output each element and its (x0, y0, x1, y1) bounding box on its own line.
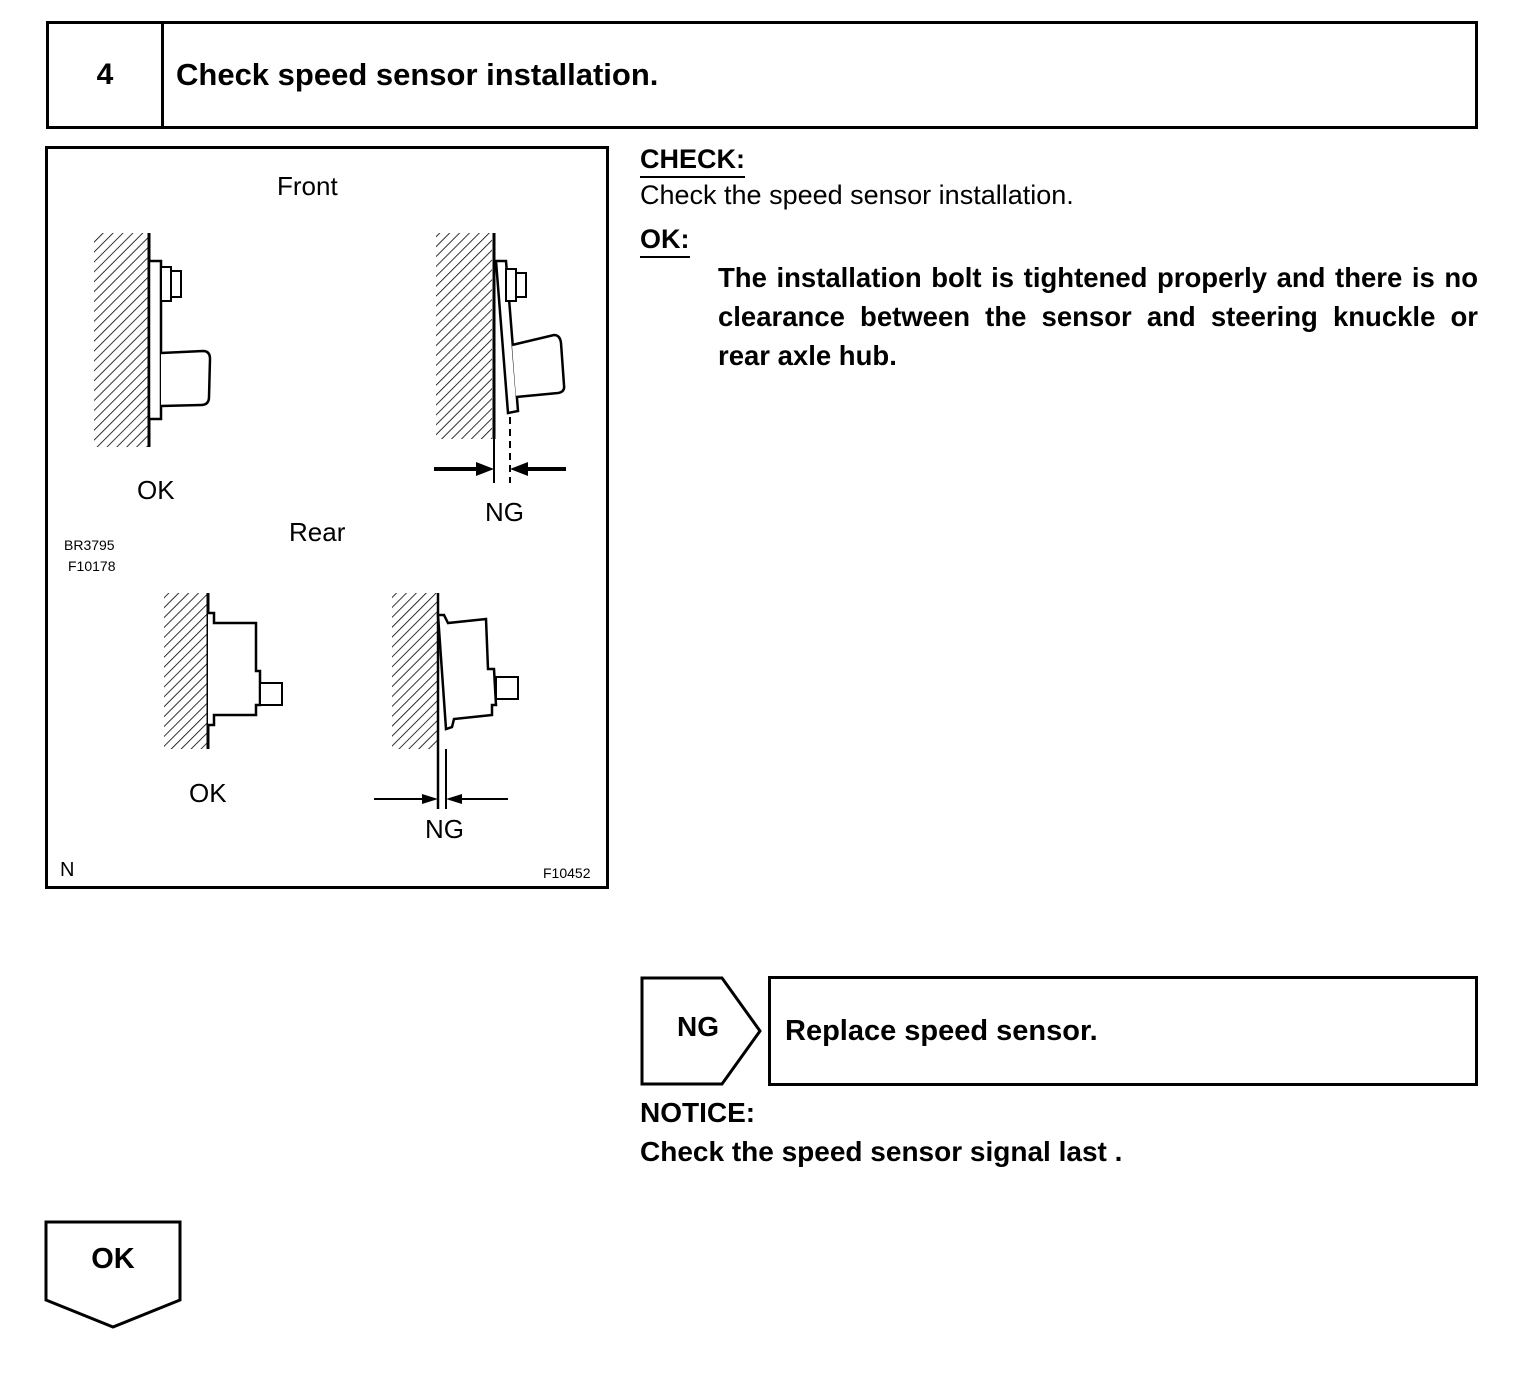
check-heading: CHECK: (640, 142, 745, 178)
front-ok-label: OK (137, 475, 175, 505)
step-header: 4 Check speed sensor installation. (46, 21, 1478, 129)
sensor-illustration (94, 233, 566, 809)
ok-heading: OK: (640, 222, 690, 258)
notice-heading: NOTICE: (640, 1097, 756, 1128)
ok-arrow-shape (44, 1220, 182, 1329)
ng-arrow-shape (640, 976, 762, 1086)
ng-action-text: Replace speed sensor. (785, 1014, 1098, 1047)
rear-label: Rear (289, 517, 346, 547)
check-text: Check the speed sensor installation. (640, 180, 1074, 210)
ref-code-1: BR3795 (64, 537, 115, 553)
rear-ok-drawing (164, 593, 283, 749)
ng-result-label: NG (677, 1011, 719, 1042)
rear-ok-label: OK (189, 778, 227, 808)
ok-criteria-text: The installation bolt is tightened prope… (718, 262, 1478, 371)
step-title: Check speed sensor installation. (176, 57, 659, 92)
notice-text: Check the speed sensor signal last . (640, 1136, 1123, 1167)
ng-action-box: Replace speed sensor. (768, 976, 1478, 1086)
front-ng-drawing (434, 233, 566, 483)
rear-ng-drawing (374, 593, 519, 809)
rear-ng-label: NG (425, 814, 464, 844)
front-ng-label: NG (485, 497, 524, 527)
front-ok-drawing (94, 233, 212, 447)
sensor-installation-figure: Front OK NG Rear BR3795 F10178 OK NG N F… (45, 146, 609, 889)
ref-code-2: F10178 (68, 558, 116, 574)
ok-result-label: OK (91, 1243, 135, 1275)
step-number: 4 (49, 24, 164, 126)
figure-code: F10452 (543, 865, 591, 881)
corner-mark: N (60, 859, 75, 881)
front-label: Front (277, 171, 338, 201)
